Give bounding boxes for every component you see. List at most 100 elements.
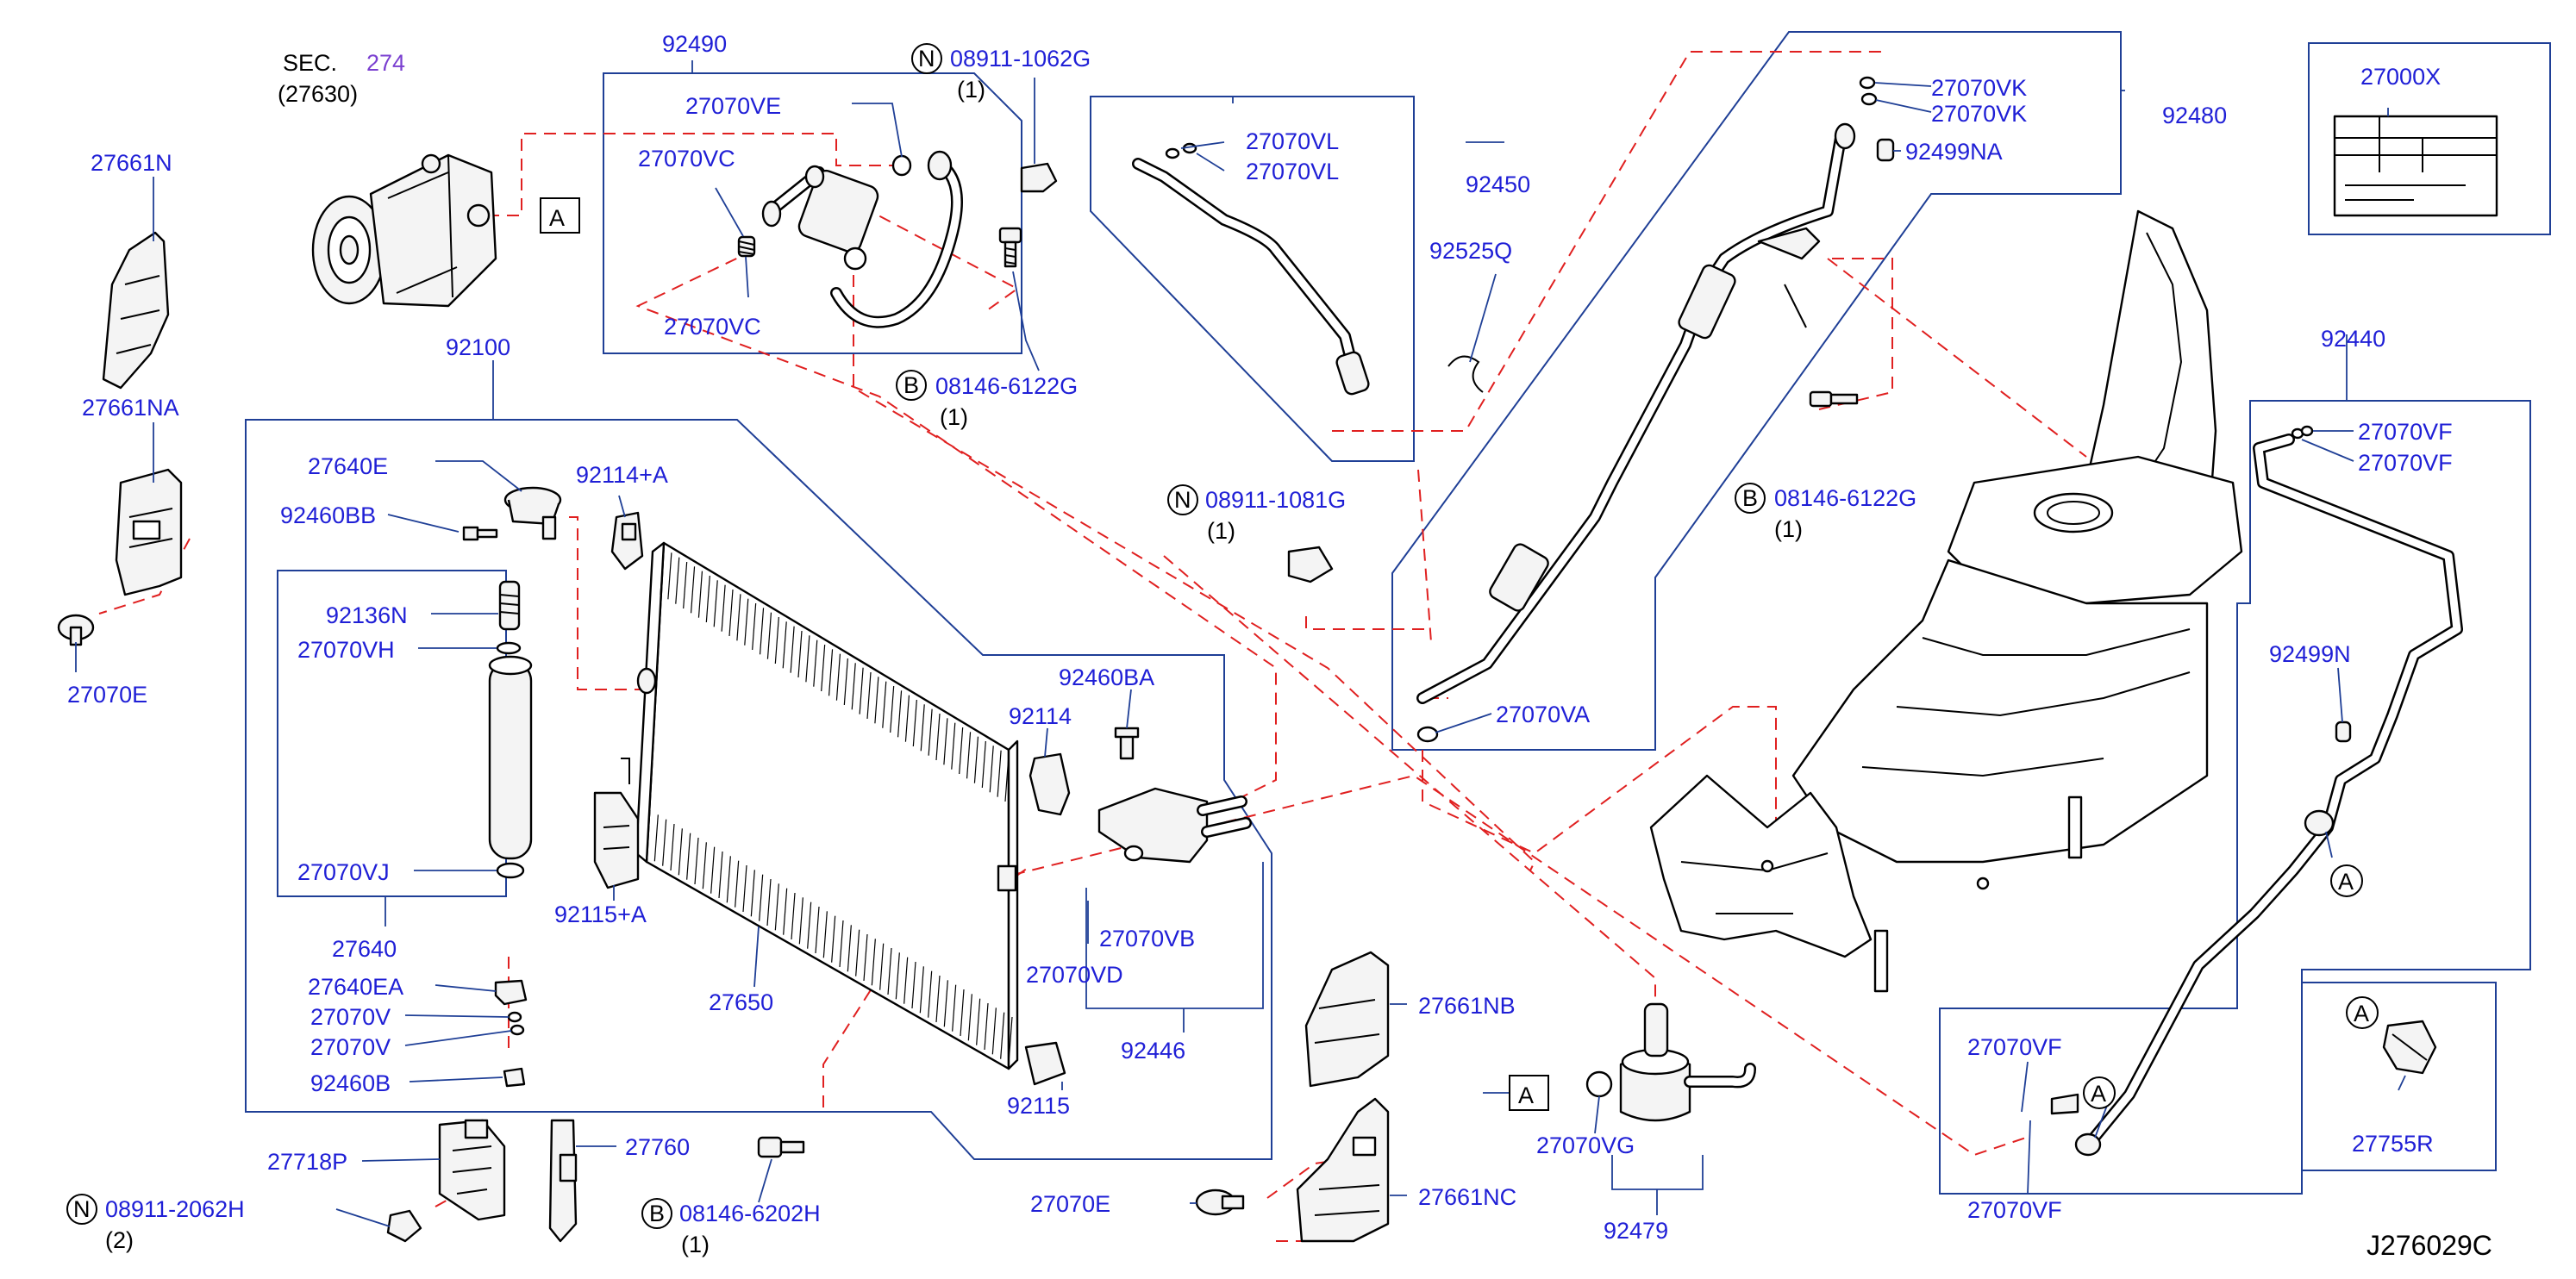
- label-08146-6202H[interactable]: 08146-6202H: [679, 1201, 821, 1226]
- label-92136N[interactable]: 92136N: [326, 602, 408, 628]
- label-92460BB[interactable]: 92460BB: [280, 502, 376, 528]
- label-92525Q[interactable]: 92525Q: [1429, 238, 1512, 264]
- label-27640[interactable]: 27640: [332, 936, 397, 962]
- nut-08911-1081G: [1287, 546, 1334, 583]
- label-27661NA[interactable]: 27661NA: [82, 395, 179, 421]
- nut-08911-2062H: [386, 1209, 422, 1243]
- label-92446[interactable]: 92446: [1121, 1038, 1185, 1064]
- label-27070V-a[interactable]: 27070V: [310, 1004, 391, 1030]
- box-92100: [245, 419, 1272, 1160]
- svg-text:B: B: [649, 1201, 665, 1226]
- compressor-body: [369, 153, 497, 308]
- diagram-code: J276029C: [2367, 1230, 2492, 1261]
- label-27070VL-b[interactable]: 27070VL: [1246, 159, 1339, 184]
- label-08911-1081G[interactable]: 08911-1081G: [1205, 487, 1346, 513]
- label-92115A[interactable]: 92115+A: [554, 902, 647, 927]
- label-92114A[interactable]: 92114+A: [576, 462, 668, 488]
- label-27070VF-d[interactable]: 27070VF: [1967, 1197, 2062, 1223]
- label-27070VD[interactable]: 27070VD: [1026, 962, 1123, 988]
- label-27070VF-a[interactable]: 27070VF: [2358, 419, 2453, 445]
- label-27070VE[interactable]: 27070VE: [685, 93, 781, 119]
- label-27070E-top[interactable]: 27070E: [67, 682, 147, 708]
- label-08146-6122G-b[interactable]: 08146-6122G: [1774, 485, 1916, 511]
- air-guide-27661NB: [1304, 951, 1390, 1088]
- air-guide-27661NC: [1296, 1097, 1390, 1243]
- cap-92499NA: [1876, 138, 1895, 162]
- label-92100[interactable]: 92100: [446, 334, 510, 360]
- label-92499N[interactable]: 92499N: [2269, 641, 2351, 667]
- cap-27640EA: [494, 979, 528, 1006]
- label-27000X[interactable]: 27000X: [2360, 64, 2441, 90]
- o-ring-27070VJ: [496, 862, 525, 879]
- label-27070VB[interactable]: 27070VB: [1099, 926, 1195, 951]
- clip-27755R: [2382, 1020, 2437, 1075]
- label-27070VF-c[interactable]: 27070VF: [1967, 1034, 2062, 1060]
- label-92490[interactable]: 92490: [662, 31, 727, 57]
- label-92114[interactable]: 92114: [1009, 703, 1072, 729]
- svg-text:N: N: [918, 46, 935, 72]
- label-27640EA[interactable]: 27640EA: [308, 974, 403, 1000]
- marker-a-circle-1: A: [2330, 864, 2363, 897]
- spring-27070VC: [737, 235, 756, 258]
- label-92499NA[interactable]: 92499NA: [1905, 139, 2003, 165]
- box-92450: [1090, 96, 1415, 462]
- svg-text:A: A: [2354, 1001, 2369, 1026]
- label-92480[interactable]: 92480: [2162, 103, 2227, 128]
- circle-markers: N B N B N B: [66, 43, 1766, 1229]
- condenser-fins: [646, 547, 1013, 1064]
- hose-92480: [1287, 76, 1895, 743]
- label-08146-6122G-a[interactable]: 08146-6122G: [935, 373, 1078, 399]
- cap-92499N: [2335, 721, 2352, 743]
- pipe-92450: [1132, 142, 1484, 396]
- label-27755R[interactable]: 27755R: [2352, 1131, 2434, 1157]
- label-27760[interactable]: 27760: [625, 1134, 690, 1160]
- label-27070VJ[interactable]: 27070VJ: [297, 859, 390, 885]
- label-27650[interactable]: 27650: [709, 989, 773, 1015]
- label-27070VC-b[interactable]: 27070VC: [664, 314, 761, 340]
- label-27661NB[interactable]: 27661NB: [1418, 993, 1516, 1019]
- pipe-92440: [2050, 425, 2463, 1157]
- sec-label: SEC.: [283, 50, 337, 76]
- bracket-92479: [1611, 1155, 1704, 1190]
- label-27070VC-a[interactable]: 27070VC: [638, 146, 735, 172]
- label-92460B[interactable]: 92460B: [310, 1070, 391, 1096]
- label-27070VH[interactable]: 27070VH: [297, 637, 395, 663]
- label-27070VK-b[interactable]: 27070VK: [1931, 101, 2027, 127]
- box-27755R: [2301, 982, 2497, 1171]
- label-27070VF-b[interactable]: 27070VF: [2358, 450, 2453, 476]
- drier-27640: [488, 580, 533, 1088]
- label-27070V-b[interactable]: 27070V: [310, 1034, 391, 1060]
- label-92115[interactable]: 92115: [1007, 1093, 1070, 1119]
- label-27070E-bottom[interactable]: 27070E: [1030, 1191, 1110, 1217]
- sec-sub: (27630): [278, 81, 358, 107]
- label-27661NC[interactable]: 27661NC: [1418, 1184, 1516, 1210]
- label-08911-2062H[interactable]: 08911-2062H: [105, 1196, 245, 1222]
- svg-text:A: A: [1518, 1082, 1534, 1108]
- clip-27070E-bottom: [1195, 1189, 1245, 1216]
- label-27640E[interactable]: 27640E: [308, 453, 388, 479]
- air-guide-27661N: [102, 231, 170, 390]
- box-92480: [1391, 31, 2122, 751]
- label-27070VA[interactable]: 27070VA: [1496, 702, 1590, 727]
- marker-a-compressor: A: [540, 197, 580, 234]
- label-27718P[interactable]: 27718P: [267, 1149, 347, 1175]
- label-27070VG[interactable]: 27070VG: [1536, 1132, 1635, 1158]
- receiver-92479: [1585, 1002, 1756, 1122]
- label-27070VK-a[interactable]: 27070VK: [1931, 75, 2027, 101]
- label-27661N[interactable]: 27661N: [91, 150, 172, 176]
- label-92479[interactable]: 92479: [1604, 1218, 1668, 1244]
- qty-08911-1081G: (1): [1207, 518, 1235, 544]
- bolt-92460BB: [462, 526, 498, 541]
- label-27070VL-a[interactable]: 27070VL: [1246, 128, 1339, 154]
- label-92440[interactable]: 92440: [2321, 326, 2385, 352]
- condenser-27650: [635, 541, 1019, 1070]
- sec-number[interactable]: 274: [366, 50, 405, 76]
- bolt-08146-6122G-a: [998, 227, 1022, 268]
- label-92460BA[interactable]: 92460BA: [1059, 664, 1154, 690]
- svg-text:B: B: [903, 372, 919, 398]
- marker-a-receiver: A: [1509, 1075, 1549, 1111]
- label-08911-1062G[interactable]: 08911-1062G: [950, 46, 1091, 72]
- leader-lines: [75, 60, 2406, 1227]
- bracket-92446: [1085, 862, 1264, 1009]
- label-92450[interactable]: 92450: [1466, 172, 1530, 197]
